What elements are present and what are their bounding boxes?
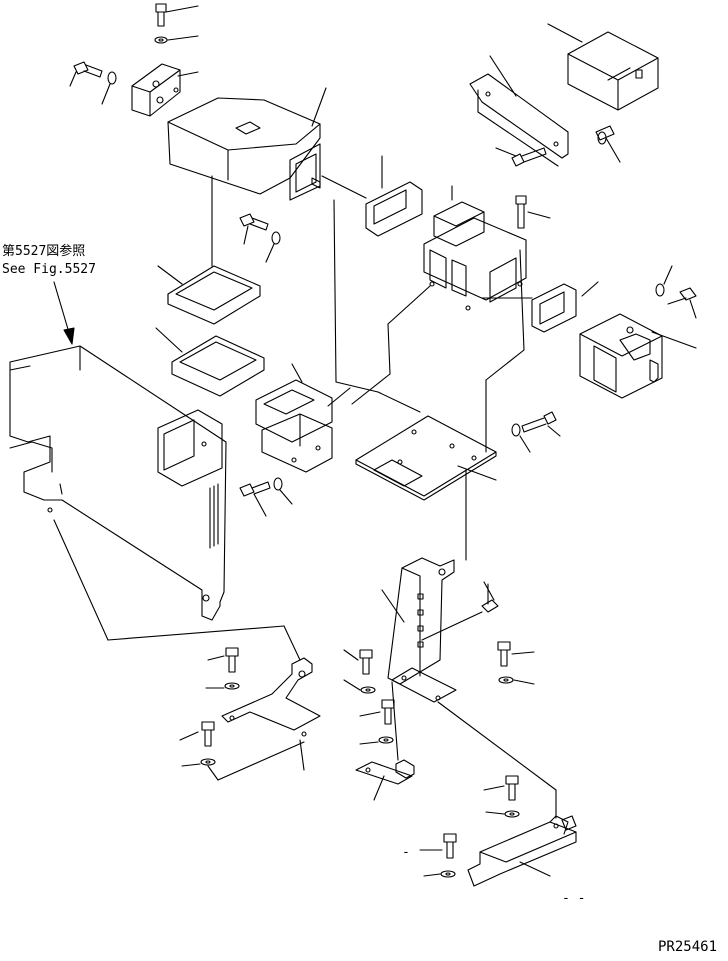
bolt-column: [481, 581, 499, 613]
bracket-bottom-right: [467, 815, 577, 887]
bolt-bottom-left-1: [207, 647, 239, 673]
washer-left-top: [101, 71, 117, 105]
gasket-square-2: [531, 281, 599, 333]
bolt-right: [667, 287, 697, 319]
blower-unit: [423, 185, 527, 351]
control-box: [547, 23, 659, 111]
bolt-left-top: [69, 61, 103, 87]
washer-plate: [511, 423, 531, 453]
bolt-mid-left: [239, 213, 269, 245]
support-column: [381, 557, 557, 819]
dash-mark-1: -: [402, 845, 410, 860]
bolt-lower-left: [239, 481, 271, 517]
bolt-plate: [521, 411, 561, 437]
washer-center-2: [359, 736, 394, 745]
drawing-number: PR25461: [658, 939, 718, 955]
bolt-center-2: [359, 699, 395, 725]
mount-bracket-right: [469, 55, 569, 167]
washer-bottom-left-2: [181, 741, 305, 781]
washer-top: [154, 35, 199, 44]
reference-label-en: See Fig.5527: [2, 262, 96, 277]
gasket-square-1: [365, 155, 423, 237]
duct-upper: [167, 87, 327, 267]
side-panel-large: [9, 345, 301, 661]
washer-lower-left: [273, 477, 293, 505]
bracket-top: [131, 63, 199, 117]
bolt-bottom-right-2: [419, 833, 457, 859]
bolt-bottom-right-1: [483, 775, 519, 801]
clip-bottom-center: [355, 759, 415, 801]
reference-arrow: [53, 281, 75, 345]
duct-adapter: [255, 363, 351, 473]
bolt-mount-left: [495, 147, 547, 167]
bolt-mount-right: [595, 125, 621, 163]
bolt-blower: [515, 195, 551, 229]
bolt-right-col-1: [497, 641, 535, 667]
bolt-center-1: [343, 649, 373, 675]
washer-bottom-right-1: [485, 810, 520, 818]
valve-box-right: [579, 313, 697, 399]
bracket-bottom-left: [221, 657, 321, 771]
gasket-flat-2: [155, 327, 265, 397]
gasket-flat-1: [157, 265, 261, 325]
leader-lines: [321, 175, 533, 413]
washer-mid-left: [265, 231, 281, 263]
washer-bottom-right-2: [423, 870, 456, 878]
bolt-top: [155, 3, 199, 27]
washer-right-col-1: [498, 676, 535, 685]
dash-mark-2: - -: [562, 891, 586, 906]
mounting-plate: [355, 379, 497, 561]
washer-center-1: [343, 679, 376, 694]
washer-bottom-left-1: [205, 682, 240, 690]
bolt-bottom-left-2: [179, 721, 215, 747]
reference-label-jp: 第5527図参照: [2, 244, 86, 259]
washer-right: [655, 265, 673, 297]
